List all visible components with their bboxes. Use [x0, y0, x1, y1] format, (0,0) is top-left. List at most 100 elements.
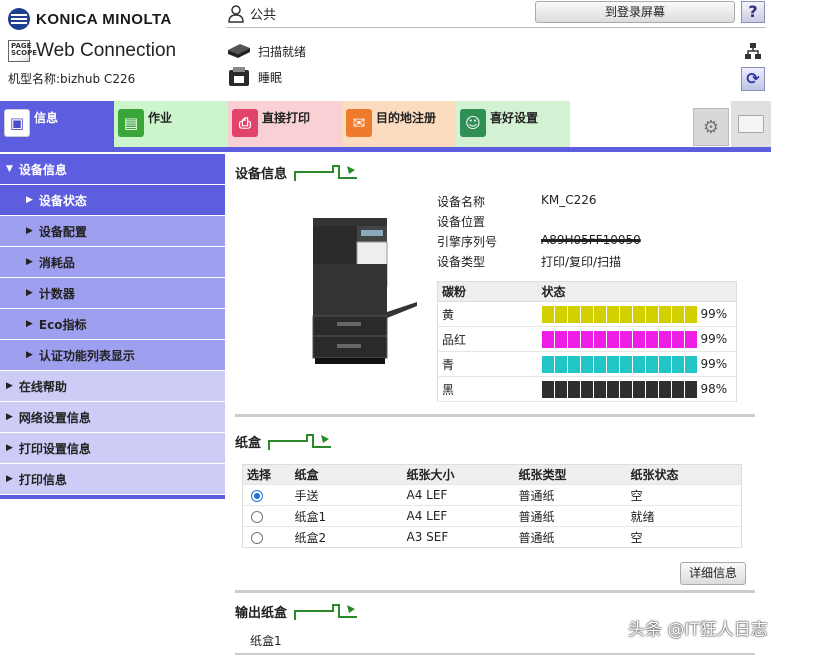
col-paper-type: 纸张类型 [514, 464, 627, 485]
pagescope-badge: PAGE SCOPE [8, 40, 37, 62]
tray-type: 普通纸 [514, 484, 627, 506]
sidebar-item-label: 设备状态 [38, 193, 87, 208]
sidebar-item-eco[interactable]: ▶Eco指标 [0, 309, 225, 340]
output-tray-header: 输出纸盒 [235, 602, 359, 621]
section-divider [235, 414, 755, 417]
toner-percent: 99% [696, 301, 737, 327]
toner-color-name: 黑 [437, 376, 538, 402]
sidebar-item-print-info[interactable]: ▶打印信息 [0, 464, 225, 495]
device-field-key: 引擎序列号 [437, 235, 498, 249]
toner-level-segment [554, 330, 567, 348]
sidebar-item-network-settings[interactable]: ▶网络设置信息 [0, 402, 225, 433]
sidebar-item-online-help[interactable]: ▶在线帮助 [0, 371, 225, 402]
toner-level-segment [567, 380, 580, 398]
konica-minolta-logo: KONICA MINOLTA [8, 8, 172, 30]
help-button[interactable]: ? [741, 1, 765, 23]
tab-destination-label: 目的地注册 [376, 111, 437, 125]
detail-info-button[interactable]: 详细信息 [680, 562, 746, 585]
section-flag-icon [293, 164, 359, 182]
direct-print-icon: ⎙ [232, 109, 258, 137]
toner-level-segment [593, 330, 606, 348]
toner-level-segment [619, 380, 632, 398]
network-tree-icon [745, 43, 761, 59]
device-type-row: 设备类型打印/复印/扫描 [437, 253, 621, 270]
sidebar-item-device-config[interactable]: ▶设备配置 [0, 216, 225, 247]
toner-level-cell [537, 301, 697, 327]
section-title: 纸盒 [235, 436, 262, 451]
toner-color-name: 品红 [437, 326, 538, 352]
arrow-right-icon: ▶ [26, 257, 33, 267]
sidebar-item-print-settings[interactable]: ▶打印设置信息 [0, 433, 225, 464]
tray-size: A4 LEF [402, 505, 515, 527]
toner-level-cell [537, 326, 697, 352]
network-icon[interactable] [744, 42, 762, 64]
tab-preferences[interactable]: ☺ 喜好设置 [456, 101, 570, 147]
toner-level-segment [580, 380, 593, 398]
toner-level-segment [567, 330, 580, 348]
toner-level-cell [537, 376, 697, 402]
tray-status: 空 [626, 526, 742, 548]
toner-level-segment [645, 305, 658, 323]
arrow-right-icon: ▶ [6, 474, 13, 484]
col-select: 选择 [242, 464, 291, 485]
tray-type: 普通纸 [514, 505, 627, 527]
device-field-key: 设备位置 [437, 215, 486, 229]
toner-level-bar [541, 380, 697, 398]
toner-level-segment [593, 355, 606, 373]
pagescope-logo: PAGE SCOPE Web Connection [8, 40, 176, 62]
sidebar-item-auth-list[interactable]: ▶认证功能列表显示 [0, 340, 225, 371]
section-title: 设备信息 [235, 167, 288, 182]
output-tray-item: 纸盒1 [250, 634, 282, 648]
table-row: 手送 A4 LEF 普通纸 空 [242, 484, 742, 506]
tab-direct-print-label: 直接打印 [262, 111, 311, 125]
login-screen-button[interactable]: 到登录屏幕 [535, 1, 735, 23]
section-divider [235, 653, 755, 655]
sidebar-item-label: 打印设置信息 [18, 441, 91, 456]
toner-level-segment [684, 305, 697, 323]
info-icon: ▣ [4, 109, 30, 137]
arrow-right-icon: ▶ [6, 412, 13, 422]
sidebar: ▼设备信息 ▶设备状态 ▶设备配置 ▶消耗品 ▶计数器 ▶Eco指标 ▶认证功能… [0, 154, 225, 499]
toner-level-segment [554, 380, 567, 398]
watermark: 头条 @IT狂人日志 [628, 620, 768, 640]
sidebar-item-label: 设备配置 [38, 224, 87, 239]
toner-level-segment [606, 355, 619, 373]
tray-type: 普通纸 [514, 526, 627, 548]
display-tab[interactable] [731, 101, 771, 147]
main-tabs: ▣ 信息 ▤ 作业 ⎙ 直接打印 ✉ 目的地注册 ☺ 喜好设置 [0, 101, 570, 147]
tools-tab[interactable]: ⚙ [693, 108, 729, 146]
printer-image [309, 214, 421, 370]
model-name: 机型名称:bizhub C226 [8, 72, 136, 86]
arrow-right-icon: ▶ [26, 350, 33, 360]
product-name: Web Connection [36, 40, 177, 61]
refresh-button[interactable]: ⟳ [741, 67, 765, 91]
tray-size: A3 SEF [402, 526, 515, 548]
sidebar-item-counter[interactable]: ▶计数器 [0, 278, 225, 309]
section-title: 输出纸盒 [235, 606, 288, 621]
tab-job[interactable]: ▤ 作业 [114, 101, 228, 147]
device-field-value: A89H05FF10050 [541, 233, 641, 247]
toner-level-segment [606, 380, 619, 398]
sidebar-item-consumables[interactable]: ▶消耗品 [0, 247, 225, 278]
toner-percent: 98% [696, 376, 737, 402]
tray-radio[interactable] [251, 489, 263, 502]
tray-radio[interactable] [251, 510, 263, 523]
tab-info[interactable]: ▣ 信息 [0, 101, 114, 147]
toner-level-segment [554, 305, 567, 323]
tray-radio[interactable] [251, 531, 263, 544]
sidebar-item-device-info[interactable]: ▼设备信息 [0, 154, 225, 185]
toner-level-segment [541, 355, 554, 373]
tray-table: 选择 纸盒 纸张大小 纸张类型 纸张状态 手送 A4 LEF 普通纸 空 纸盒1… [242, 464, 742, 548]
tab-destination[interactable]: ✉ 目的地注册 [342, 101, 456, 147]
sidebar-item-device-status[interactable]: ▶设备状态 [0, 185, 225, 216]
tab-direct-print[interactable]: ⎙ 直接打印 [228, 101, 342, 147]
toner-level-segment [684, 380, 697, 398]
arrow-right-icon: ▶ [26, 319, 33, 329]
toner-level-segment [567, 355, 580, 373]
tray-name: 手送 [290, 484, 403, 506]
screen-icon [738, 115, 764, 133]
toner-level-segment [658, 305, 671, 323]
toner-level-segment [671, 330, 684, 348]
toner-column-header: 碳粉 [437, 281, 538, 302]
